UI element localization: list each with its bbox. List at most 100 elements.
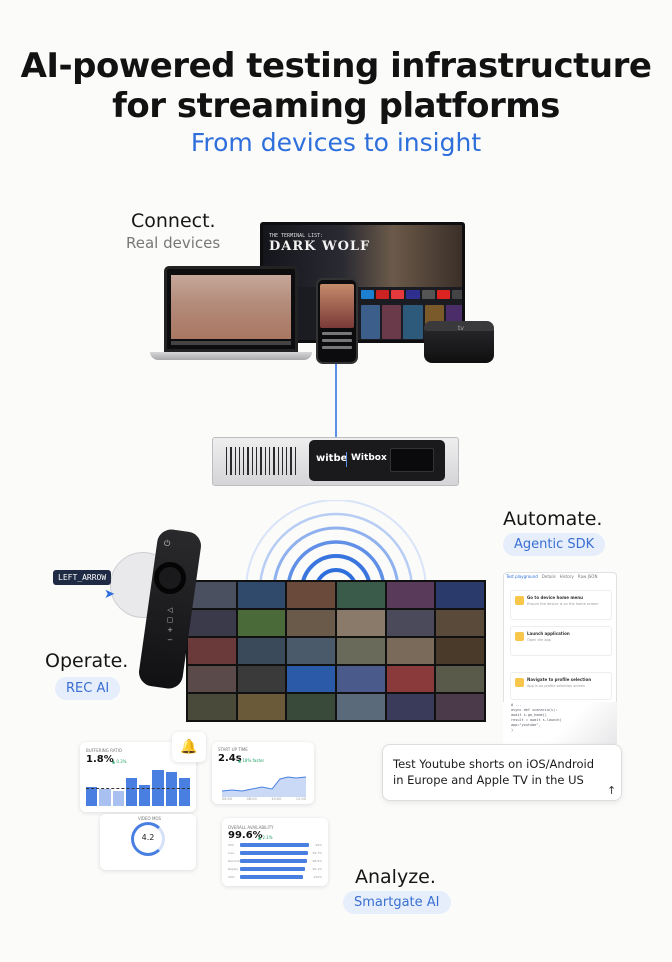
buffering-bar [152,769,164,806]
buffering-bar [178,777,190,806]
startup-delta: ▲ 18% faster [238,758,265,763]
buffering-delta: ▲ 0.3% [112,759,127,764]
connect-title: Connect. [131,210,216,232]
power-icon[interactable]: ⏻ [164,539,171,548]
axis-tick: 06:00 [222,797,233,801]
startup-value: 2.4s [218,753,242,764]
buffering-threshold-line [86,788,190,789]
step-icon [515,678,524,687]
step-title: Go to device home menu [527,595,583,600]
code-line: result = await s.launch( [511,718,562,722]
code-line: app="youtube", [511,723,541,727]
witbox-display [390,448,434,472]
availability-row-value: 98.9% [312,859,322,863]
sdk-tabs: Test playground Details History Raw JSON [506,574,616,583]
automate-pill[interactable]: Agentic SDK [503,533,606,556]
axis-tick: 12:00 [295,797,306,801]
witbox-separator [346,452,347,467]
witbe-logo: witbe [316,453,348,464]
mos-title: VIDEO MOS [138,816,162,821]
tv-show-subtitle: THE TERMINAL LIST: [269,233,324,239]
axis-tick: 10:00 [271,797,282,801]
video-monitor-grid [186,580,486,722]
tab-details[interactable]: Details [541,574,556,579]
phone-text-lines [322,332,352,358]
startup-area-chart [222,776,306,797]
buffering-bar-chart [86,766,190,806]
prompt-input[interactable]: Test Youtube shorts on iOS/Android in Eu… [382,744,622,801]
availability-row: VPU 99% [228,843,322,848]
availability-row-bar [240,867,306,871]
axis-tick: 08:00 [246,797,257,801]
availability-row-label: Replay [228,867,239,871]
operate-pill[interactable]: REC AI [55,677,121,700]
availability-row-label: VOD [228,875,235,879]
remote-nav-ring[interactable] [154,562,186,594]
code-line: ) [511,728,514,732]
mos-donut [131,822,165,856]
availability-title: OVERALL AVAILABILITY [228,825,274,830]
availability-row-value: 99.7% [312,851,322,855]
availability-row-bar [240,875,303,879]
step-desc: Ensure the device is on the home screen [527,602,599,606]
prompt-text-line-2: in Europe and Apple TV in the US [393,773,584,787]
availability-row-bar [240,843,309,847]
page-title: AI-powered testing infrastructure for st… [0,46,672,126]
connect-subtitle: Real devices [126,234,221,252]
availability-row-bar [240,859,307,863]
code-line: # ... [511,703,522,707]
title-line-1: AI-powered testing infrastructure [20,46,652,86]
volume-down-button[interactable]: − [167,636,173,644]
pointer-cursor-icon: ➤ [104,587,115,602]
availability-row-value: 100% [313,875,322,879]
page-subtitle: From devices to insight [190,128,482,157]
apple-tv-top [424,321,494,331]
availability-row: Recording 98.9% [228,859,322,864]
step-icon [515,632,524,641]
send-arrow-icon[interactable]: ↑ [607,784,617,797]
availability-row-label: Recording [228,859,244,863]
startup-title: START UP TIME [218,747,248,752]
buffering-bar [86,787,98,806]
signal-waves [245,500,427,590]
sdk-code-block: # ... async def scenario(s): await s.go_… [503,702,617,744]
step-title: Navigate to profile selection [527,677,592,682]
sdk-step[interactable]: Launch application Open the app [510,626,612,656]
witbox-name: Witbox [351,453,387,463]
automate-title: Automate. [503,508,603,530]
step-desc: Open the app [527,638,551,642]
startup-axis: 06:00 08:00 10:00 12:00 [222,797,306,801]
sdk-step[interactable]: Go to device home menu Ensure the device… [510,590,612,620]
laptop-player-bar [171,341,291,345]
availability-row-label: VPU [228,843,235,847]
availability-row-value: 99% [315,843,322,847]
availability-row-bar [240,851,308,855]
mos-value: 4.2 [141,833,155,842]
laptop-base [150,352,312,360]
tab-test-playground[interactable]: Test playground [506,574,538,579]
key-tooltip: LEFT_ARROW [53,570,112,585]
analyze-pill[interactable]: Smartgate AI [343,891,451,914]
step-title: Launch application [527,631,570,636]
home-button[interactable]: ▢ [166,616,174,624]
phone-video-frame [320,284,354,328]
prompt-text-line-1: Test Youtube shorts on iOS/Android [393,757,595,771]
bell-icon[interactable]: 🔔 [172,732,206,762]
code-line: await s.go_home() [511,713,547,717]
buffering-bar [125,777,137,806]
buffering-bar [99,788,111,806]
buffering-bar [112,790,124,806]
volume-up-button[interactable]: + [167,626,173,634]
title-line-2: for streaming platforms [112,86,560,126]
code-line: async def scenario(s): [511,708,558,712]
back-button[interactable]: ◁ [167,606,173,614]
operate-title: Operate. [45,650,129,672]
apple-tv-logo: tv [458,325,464,332]
tab-history[interactable]: History [559,574,574,579]
tab-raw-json[interactable]: Raw JSON [577,574,598,579]
laptop-video-frame [171,275,291,339]
sdk-step[interactable]: Navigate to profile selection App is on … [510,672,612,700]
